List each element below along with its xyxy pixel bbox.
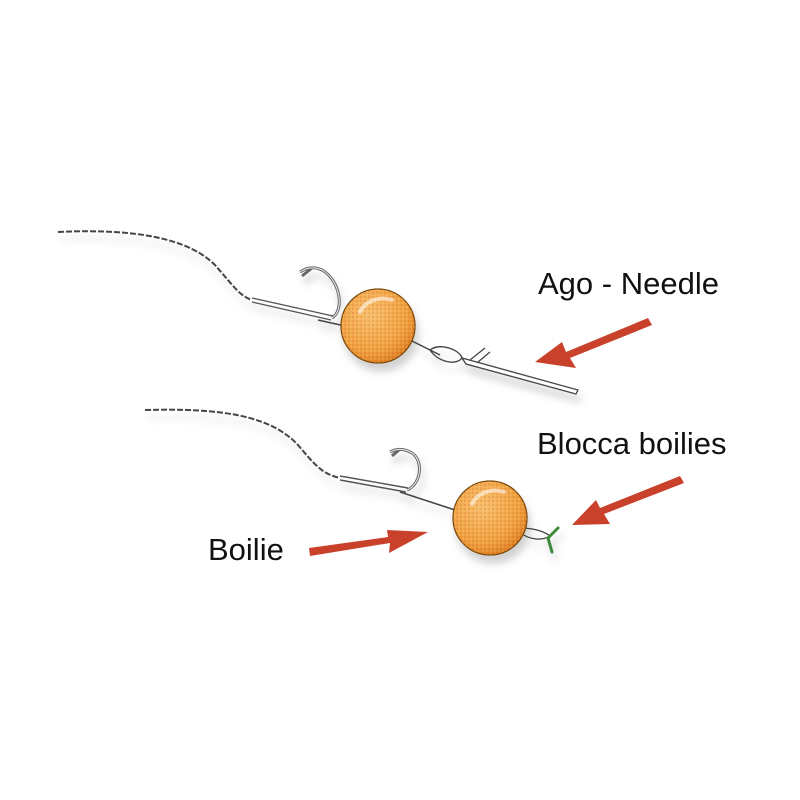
boilie-stopper-icon	[546, 526, 560, 554]
needle-arrow-icon	[535, 318, 652, 368]
needle-icon	[460, 347, 579, 395]
stopper-arrow-icon	[572, 476, 684, 525]
hook-shank	[251, 297, 334, 321]
hooklink-line	[144, 408, 341, 479]
boilie-arrow-icon	[309, 530, 428, 556]
needle-rig	[57, 230, 579, 395]
needle-label: Ago - Needle	[538, 266, 719, 301]
hair-line	[399, 491, 456, 511]
loop	[429, 346, 463, 363]
hooklink-line	[57, 230, 253, 301]
boilie-label: Boilie	[208, 532, 284, 567]
stopper-label: Blocca boilies	[537, 426, 727, 461]
hook-shank	[339, 475, 409, 493]
stopper-rig	[144, 408, 560, 556]
